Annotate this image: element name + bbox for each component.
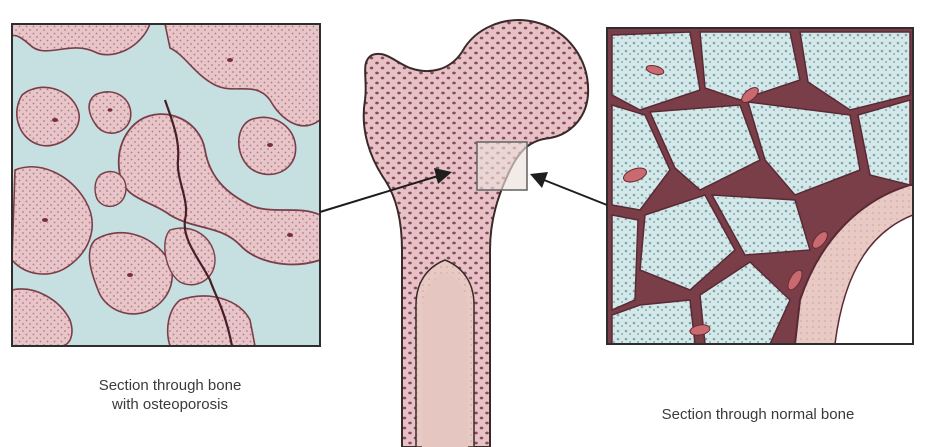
zoom-region-box: [477, 142, 527, 190]
normal-bone-caption: Section through normal bone: [598, 405, 918, 424]
osteoporosis-section-panel: [12, 24, 320, 346]
osteoporosis-caption: Section through bone with osteoporosis: [20, 376, 320, 414]
normal-bone-section-panel: [607, 28, 913, 344]
osteoporosis-caption-line1: Section through bone: [20, 376, 320, 395]
femur-illustration: [364, 20, 588, 447]
osteoporosis-caption-line2: with osteoporosis: [20, 395, 320, 414]
right-arrow-line: [544, 180, 607, 205]
